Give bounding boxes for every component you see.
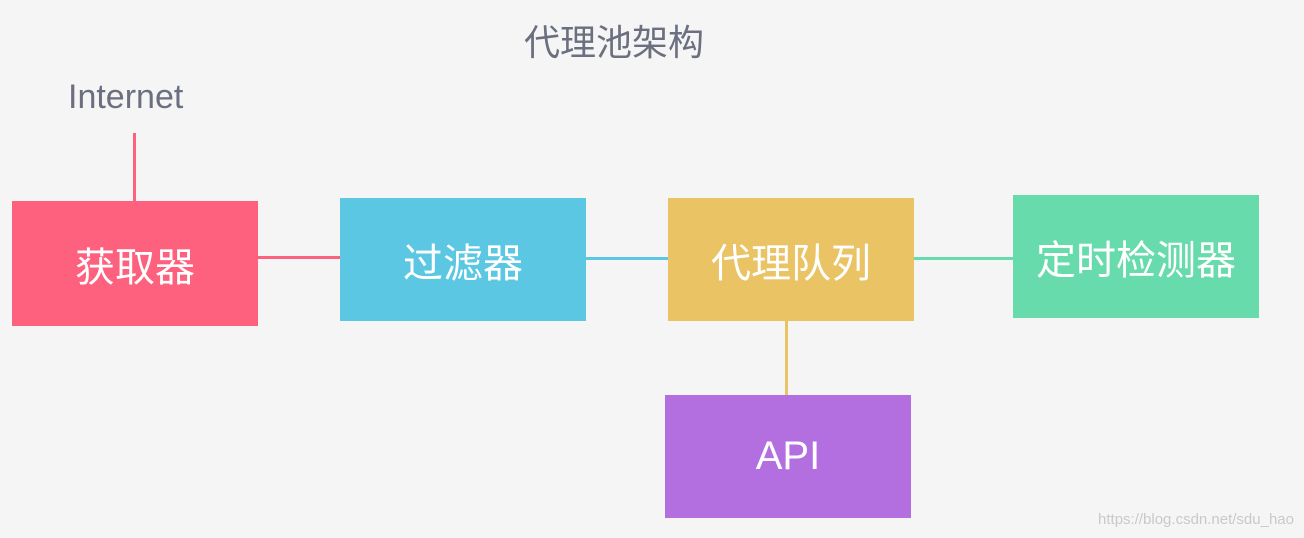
edge-internet-fetcher (133, 133, 136, 203)
edge-filter-queue (586, 257, 668, 260)
node-proxy-queue-label: 代理队列 (711, 240, 871, 287)
edge-queue-api (785, 320, 788, 396)
edge-queue-checker (914, 257, 1013, 260)
node-fetcher-label: 获取器 (75, 244, 195, 291)
node-filter-label: 过滤器 (403, 240, 523, 287)
node-api: API (665, 395, 911, 518)
node-fetcher: 获取器 (12, 201, 258, 326)
node-scheduled-checker: 定时检测器 (1013, 195, 1259, 318)
node-scheduled-checker-label: 定时检测器 (1036, 237, 1236, 284)
diagram-title: 代理池架构 (524, 23, 705, 64)
node-filter: 过滤器 (340, 198, 586, 321)
watermark: https://blog.csdn.net/sdu_hao (1098, 511, 1294, 528)
edge-fetcher-filter (258, 256, 342, 259)
internet-label: Internet (68, 78, 184, 116)
node-proxy-queue: 代理队列 (668, 198, 914, 321)
node-api-label: API (755, 434, 821, 478)
